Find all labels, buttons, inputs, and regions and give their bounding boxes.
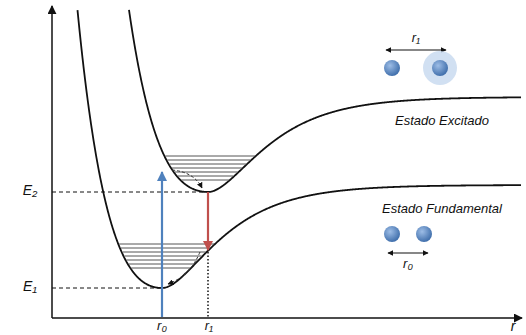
vibrational-level	[124, 256, 201, 257]
distance-guide	[207, 252, 209, 317]
atom	[432, 60, 448, 76]
potential-curve	[129, 10, 521, 192]
atom	[416, 226, 432, 242]
vibrational-level	[172, 168, 242, 169]
potential-curves	[78, 10, 522, 288]
emission-arrow	[207, 192, 209, 250]
bond-length-label: r₀	[403, 257, 413, 272]
energy-label: E₂	[23, 182, 38, 198]
atom	[384, 226, 400, 242]
vibrational-level	[165, 156, 254, 157]
energy-axis	[51, 6, 53, 318]
bond-length-label: r₁	[412, 31, 420, 46]
potential-curve	[78, 10, 522, 288]
vibrational-level	[119, 244, 214, 245]
bond-length-arrow	[386, 49, 446, 50]
energy-label: E₁	[23, 278, 37, 294]
vibrational-level	[167, 160, 250, 161]
vibrational-level	[131, 268, 190, 269]
axis-label: r	[511, 318, 516, 334]
distance-label: r₀	[157, 319, 167, 334]
relaxation-arrow	[168, 252, 200, 284]
relaxation-arrow	[172, 170, 202, 188]
vibrational-level	[181, 180, 229, 181]
state-label: Estado Excitado	[395, 114, 489, 129]
vibrational-level	[170, 164, 247, 165]
atom	[384, 60, 400, 76]
vibrational-level	[178, 176, 234, 177]
state-label: Estado Fundamental	[382, 202, 502, 217]
absorption-arrow	[161, 172, 163, 317]
excitation-halo	[423, 51, 457, 85]
energy-guide	[52, 288, 160, 289]
distance-label: r₁	[205, 319, 213, 334]
bond-length-arrow	[388, 252, 428, 253]
energy-guide	[52, 192, 206, 193]
vibrational-level	[123, 252, 206, 253]
distance-axis	[52, 317, 522, 319]
vibrational-level	[121, 248, 210, 249]
